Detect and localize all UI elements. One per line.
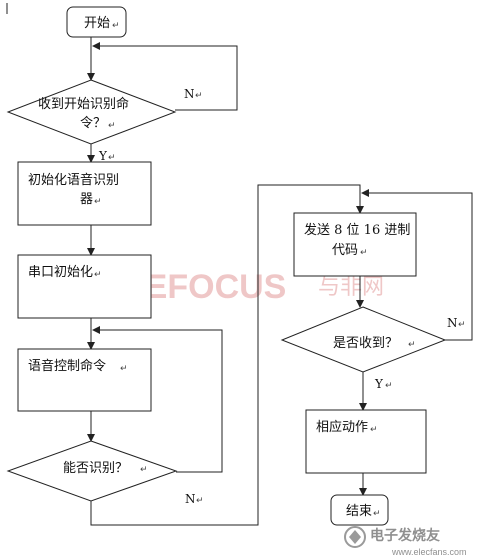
label-n1: N: [184, 87, 195, 101]
elecfans-logo-icon: [344, 526, 366, 548]
paragraph-mark-icon: ↵: [360, 248, 368, 258]
process-init-voice: [17, 161, 152, 226]
paragraph-mark-icon: ↵: [112, 21, 120, 31]
process-send-code: [293, 212, 417, 277]
voice-command-label: 语音控制命令: [28, 358, 106, 374]
decision-start-recognition: [6, 79, 177, 145]
paragraph-mark-icon: ↵: [94, 197, 102, 207]
eefocus-brand-cn: 与非网: [318, 275, 384, 300]
label-y1: Y: [98, 149, 108, 163]
paragraph-mark-icon: ↵: [140, 465, 148, 475]
paragraph-mark-icon: ↵: [458, 320, 466, 330]
label-n2: N: [185, 492, 196, 506]
action-label: 相应动作: [316, 419, 368, 435]
paragraph-mark-icon: ↵: [108, 153, 116, 163]
decision1-line1: 收到开始识别命: [38, 96, 129, 112]
paragraph-mark-icon: ↵: [94, 270, 102, 280]
start-label: 开始: [84, 16, 110, 31]
elecfans-watermark: 电子发烧友 www.elecfans.com: [344, 526, 467, 557]
decision3-label: 是否收到？: [333, 336, 398, 351]
init-voice-line1: 初始化语音识别: [28, 172, 119, 188]
elecfans-url: www.elecfans.com: [391, 547, 467, 557]
label-y3: Y: [374, 377, 384, 391]
decision1-line2: 令？: [80, 116, 106, 131]
end-label: 结束: [346, 504, 372, 519]
send-code-line1: 发送 8 位 16 进制: [304, 222, 410, 238]
paragraph-mark-icon: ↵: [195, 91, 203, 101]
init-serial-label: 串口初始化: [28, 265, 93, 280]
paragraph-mark-icon: ↵: [108, 121, 116, 131]
process-voice-command: [17, 348, 152, 412]
process-init-serial: [17, 254, 152, 319]
label-n3: N: [447, 316, 458, 330]
edge-decision2-no-loop: [92, 326, 223, 473]
start-terminal: [66, 6, 127, 38]
send-code-line2: 代码: [332, 243, 358, 258]
paragraph-mark-icon: ↵: [120, 364, 128, 374]
paragraph-mark-icon: ↵: [385, 381, 393, 391]
edge-decision2-yes-to-send: [90, 184, 364, 526]
paragraph-mark-icon: ↵: [196, 496, 204, 506]
end-terminal: [330, 494, 389, 526]
init-voice-line2: 器: [80, 192, 93, 207]
edge-decision1-no-loop: [92, 42, 238, 111]
edge-decision3-no-loop: [361, 189, 473, 341]
paragraph-mark-icon: ↵: [373, 509, 381, 519]
elecfans-brand: 电子发烧友: [370, 527, 440, 544]
paragraph-mark-icon: ↵: [370, 425, 378, 435]
paragraph-mark-icon: ↵: [408, 340, 416, 350]
process-action: [305, 409, 427, 474]
decision2-label: 能否识别？: [63, 461, 128, 476]
